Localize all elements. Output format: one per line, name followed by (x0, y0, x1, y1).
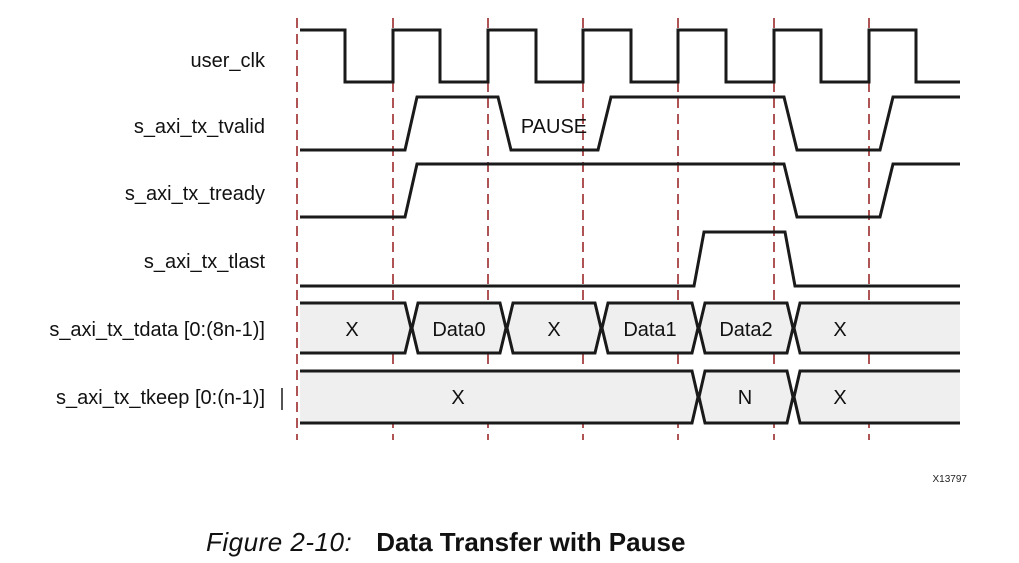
tdata-value: X (833, 319, 846, 341)
tkeep-segment (697, 369, 795, 425)
tlast-waveform (300, 230, 960, 288)
tdata-segment (600, 301, 700, 355)
clock-edge-guides (296, 18, 870, 440)
signal-label-user-clk: user_clk (191, 50, 266, 72)
tdata-value: Data2 (719, 319, 772, 341)
tvalid-waveform (300, 95, 960, 152)
tready-waveform (300, 162, 960, 219)
caption-number: Figure 2-10: (206, 527, 353, 557)
tdata-segment (505, 301, 603, 355)
tdata-value: X (547, 319, 560, 341)
signal-label-tvalid: s_axi_tx_tvalid (134, 116, 265, 138)
tdata-bus (300, 301, 960, 355)
signal-label-tready: s_axi_tx_tready (125, 183, 265, 205)
tkeep-segment (300, 369, 700, 425)
tdata-segment (697, 301, 795, 355)
tdata-value: Data0 (432, 319, 485, 341)
user-clk-waveform (300, 28, 960, 84)
signal-label-tdata: s_axi_tx_tdata [0:(8n-1)] (49, 319, 265, 341)
tdata-value: X (345, 319, 358, 341)
signal-label-tkeep: s_axi_tx_tkeep [0:(n-1)] (56, 387, 265, 409)
tdata-value: Data1 (623, 319, 676, 341)
signal-label-tlast: s_axi_tx_tlast (144, 251, 266, 273)
tdata-segment (410, 301, 508, 355)
tdata-segment (792, 301, 960, 355)
tkeep-value: N (738, 387, 752, 409)
pause-annotation: PAUSE (521, 116, 587, 138)
figure-id: X13797 (933, 474, 968, 485)
tkeep-bus (300, 369, 960, 425)
figure-caption: Figure 2-10: Data Transfer with Pause (206, 527, 685, 558)
tkeep-segment (792, 369, 960, 425)
tkeep-value: X (833, 387, 846, 409)
tkeep-value: X (451, 387, 464, 409)
caption-title: Data Transfer with Pause (376, 527, 686, 557)
